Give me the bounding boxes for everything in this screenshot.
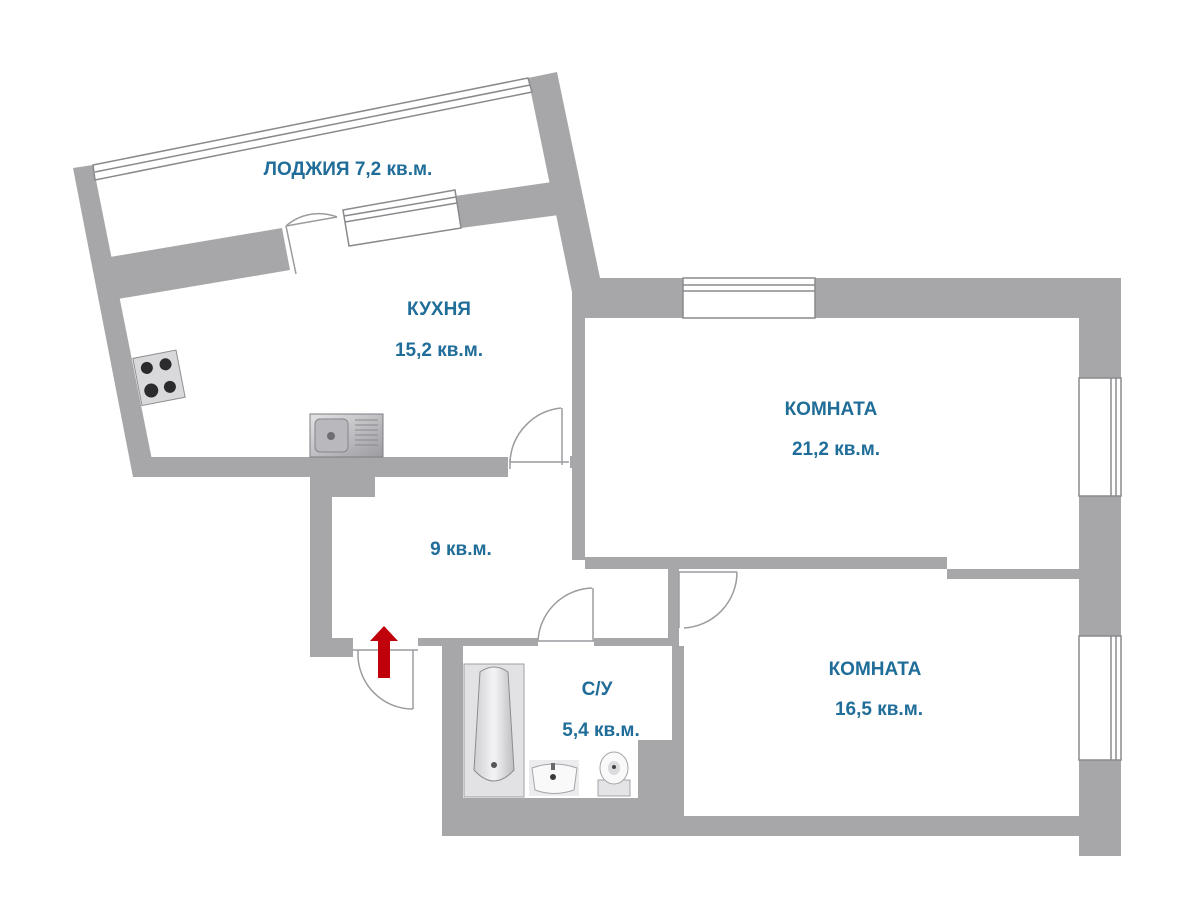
- wall-loggia-kitchen-divider-right: [455, 182, 559, 228]
- walls: [73, 72, 1121, 856]
- toilet-icon: [597, 751, 631, 797]
- wall-bottom-inner: [684, 816, 1079, 836]
- wall-bath-right: [672, 646, 684, 836]
- bathroom-name: С/У: [582, 679, 613, 700]
- room-large-area: 21,2 кв.м.: [792, 439, 880, 460]
- stove-icon: [132, 349, 186, 407]
- kitchen-name: КУХНЯ: [407, 299, 471, 320]
- room-labels: ЛОДЖИЯ 7,2 кв.м. КУХНЯ 15,2 кв.м. КОМНАТ…: [264, 159, 923, 741]
- sink-icon: [309, 413, 384, 458]
- washbasin-icon: [529, 760, 579, 796]
- door-hall-bathroom[interactable]: [537, 587, 594, 642]
- wall-hall-right: [668, 569, 679, 646]
- door-kitchen-hall[interactable]: [509, 407, 569, 469]
- doors: [285, 212, 738, 710]
- wall-loggia-left: [73, 165, 153, 477]
- hall-area: 9 кв.м.: [430, 539, 492, 560]
- window-room-large-top: [682, 277, 816, 319]
- wall-kitchen-bottom: [133, 457, 508, 477]
- wall-hall-bottom-left: [310, 638, 353, 657]
- kitchen-area: 15,2 кв.м.: [395, 340, 483, 361]
- windows: [92, 77, 1122, 761]
- room-large-name: КОМНАТА: [785, 399, 878, 420]
- wall-bath-left: [442, 646, 463, 836]
- room-small-area: 16,5 кв.м.: [835, 699, 923, 720]
- wall-bath-notch: [638, 740, 672, 800]
- window-room-large-right: [1078, 377, 1122, 497]
- wall-right-upper: [1079, 278, 1121, 378]
- entrance-arrow-icon: [370, 626, 398, 678]
- wall-rooms-divider: [585, 557, 947, 569]
- wall-hall-bottom-mid: [594, 638, 674, 646]
- wall-hall-left: [310, 469, 332, 657]
- bathroom-area: 5,4 кв.м.: [562, 720, 640, 741]
- wall-right-middle: [1079, 496, 1121, 636]
- door-kitchen-loggia[interactable]: [285, 212, 338, 275]
- wall-hall-bottom-right: [418, 638, 538, 646]
- door-room-small[interactable]: [678, 571, 738, 629]
- room-small-name: КОМНАТА: [829, 659, 922, 680]
- wall-room-large-top-left: [572, 278, 683, 318]
- window-room-small-right: [1078, 635, 1122, 761]
- loggia-label: ЛОДЖИЯ 7,2 кв.м.: [264, 159, 433, 180]
- wall-room-large-top-right: [815, 278, 1121, 318]
- wall-room-large-left: [572, 292, 585, 560]
- wall-rooms-divider-right: [947, 569, 1079, 579]
- wall-loggia-kitchen-divider-left: [104, 228, 290, 300]
- window-kitchen: [342, 189, 462, 247]
- wall-loggia-right: [528, 72, 600, 292]
- bathtub-icon: [463, 663, 525, 798]
